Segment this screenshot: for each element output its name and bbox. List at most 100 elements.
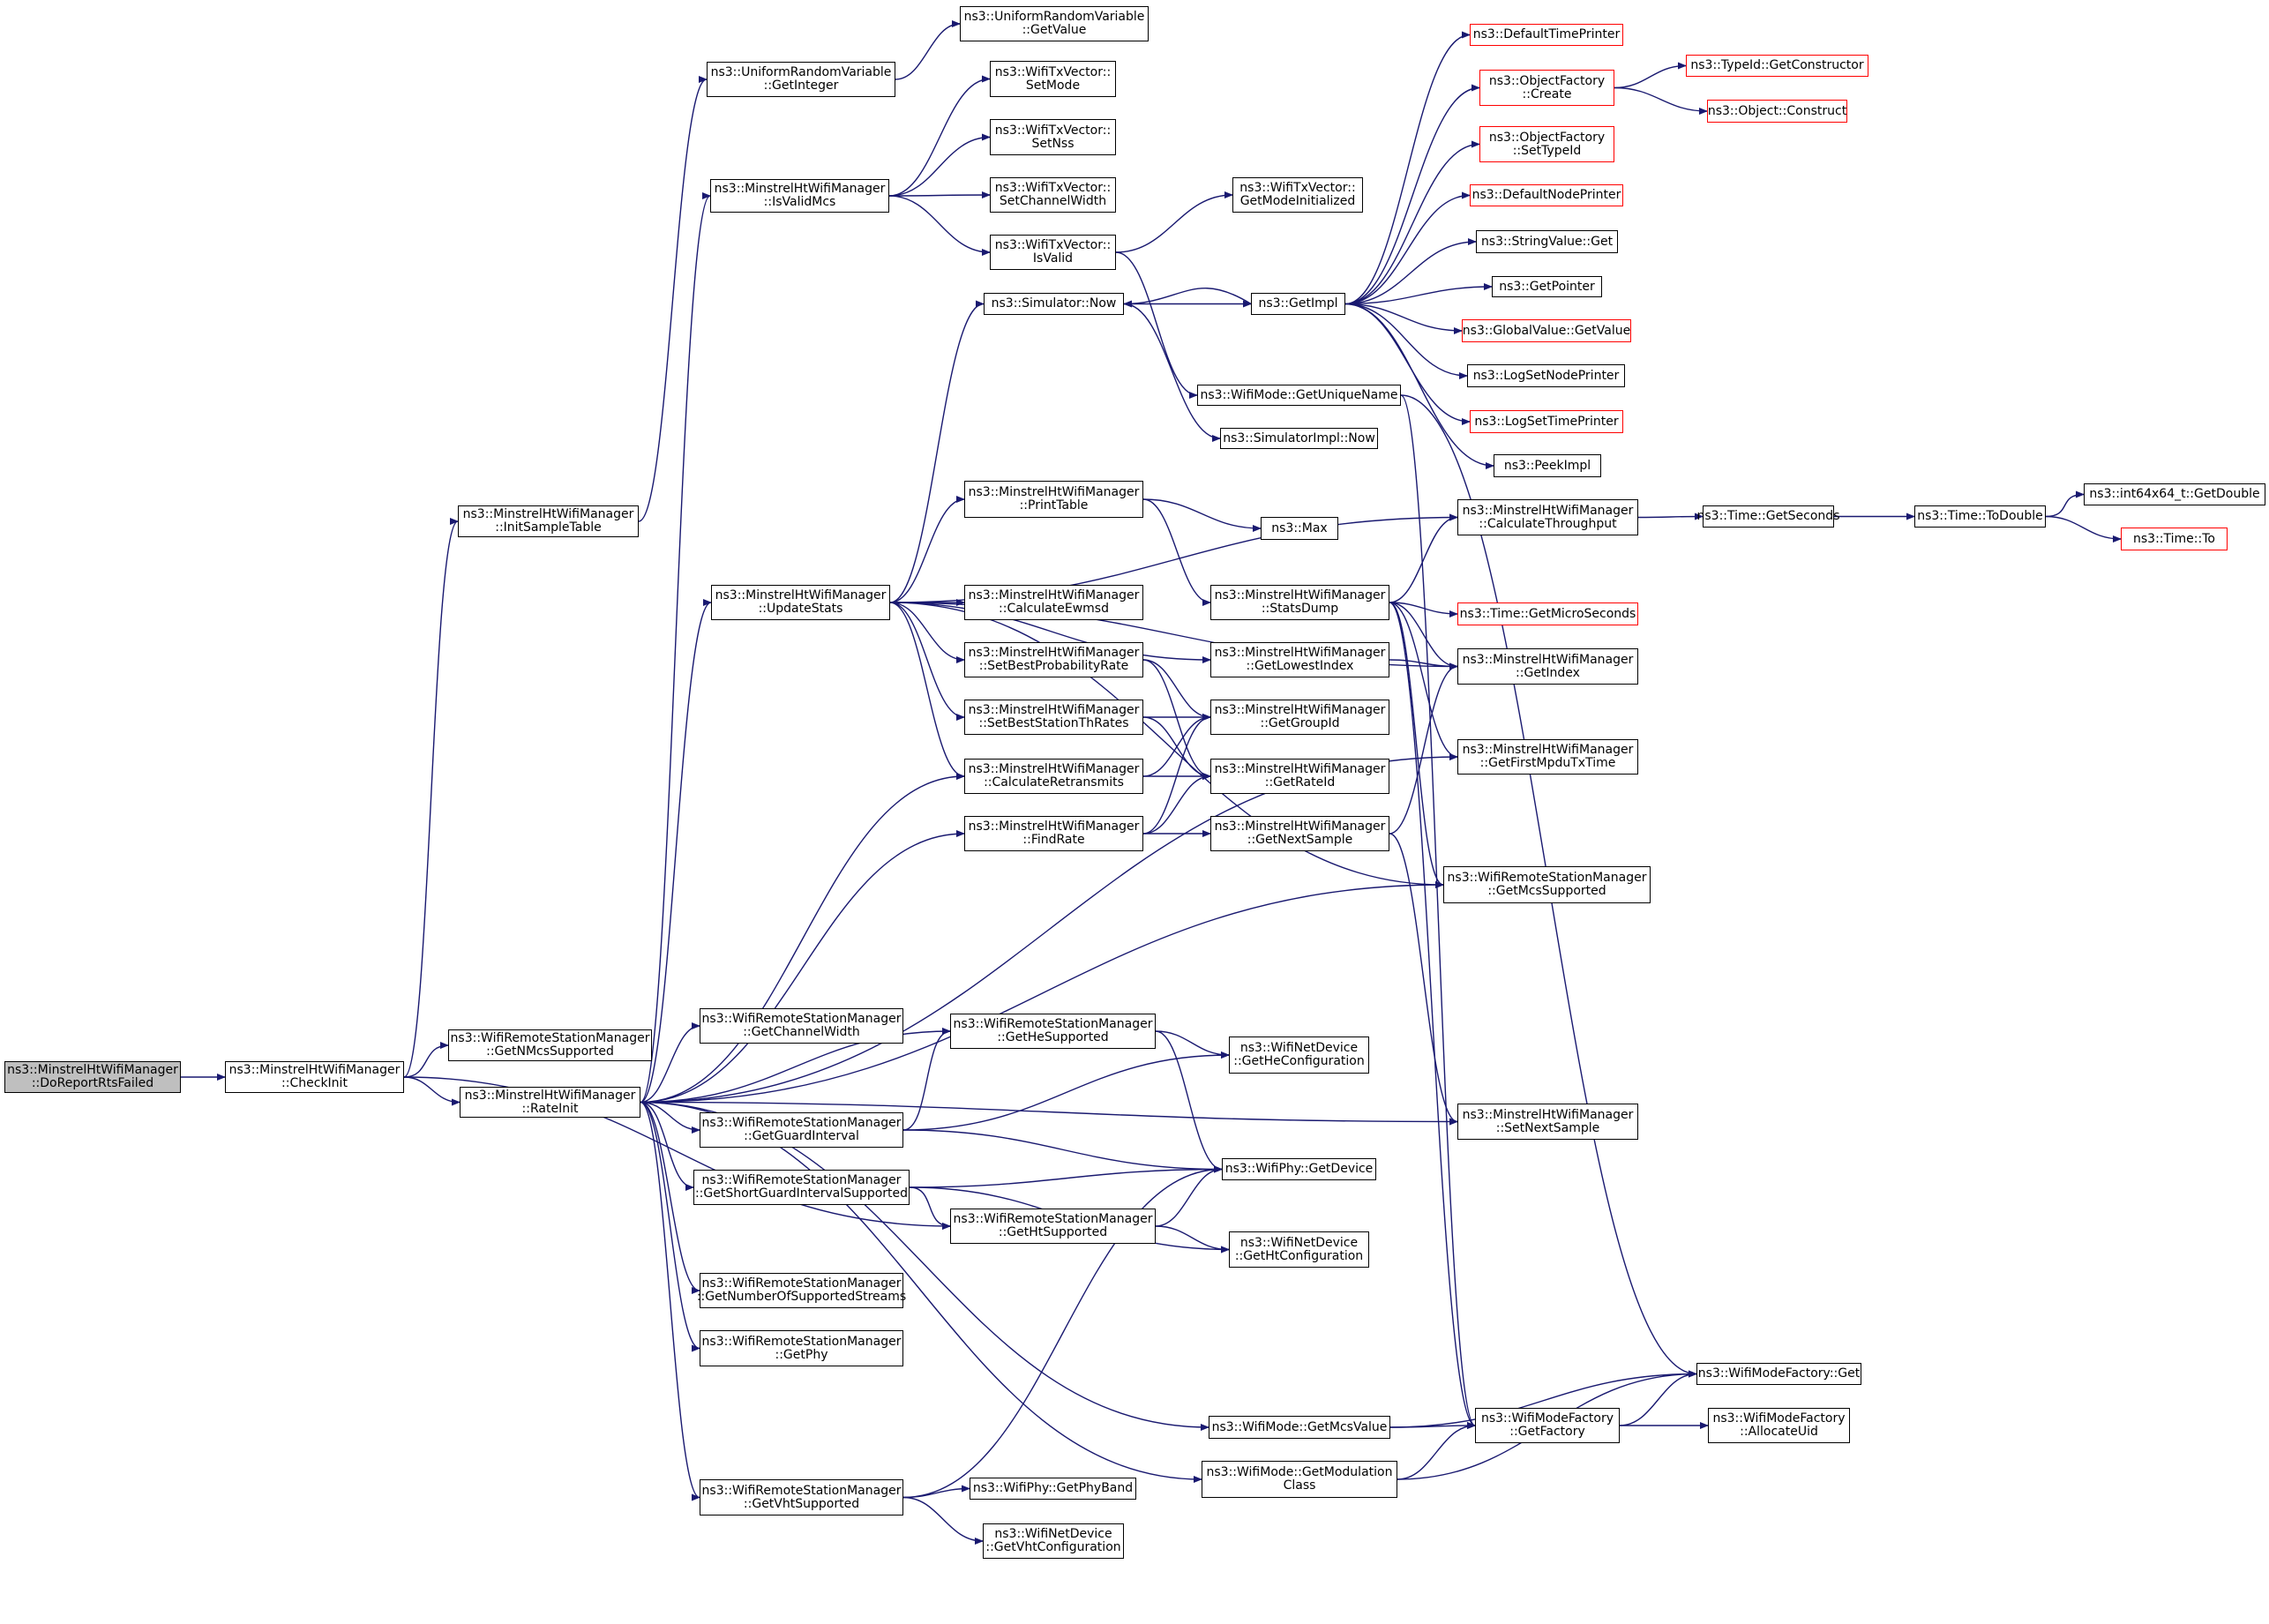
node-ofcreate[interactable]: ns3::ObjectFactory::Create [1479, 70, 1614, 106]
edge-getimpl-to-defnodeprinter [1344, 191, 1471, 305]
node-label-line: ns3::Time::ToDouble [1917, 509, 2043, 523]
node-getimpl[interactable]: ns3::GetImpl [1251, 293, 1345, 315]
node-initsample[interactable]: ns3::MinstrelHtWifiManager::InitSampleTa… [458, 505, 639, 537]
node-simimplnow[interactable]: ns3::SimulatorImpl::Now [1220, 428, 1378, 449]
node-globalvaluegetvalue[interactable]: ns3::GlobalValue::GetValue [1462, 319, 1631, 342]
edge-statsdump-to-getmcssupported [1389, 602, 1444, 888]
node-getpointer[interactable]: ns3::GetPointer [1492, 276, 1602, 297]
node-logsetnodeprinter[interactable]: ns3::LogSetNodePrinter [1467, 364, 1625, 387]
node-getfirstmpdu[interactable]: ns3::MinstrelHtWifiManager::GetFirstMpdu… [1457, 739, 1638, 775]
node-objconstruct[interactable]: ns3::Object::Construct [1707, 100, 1847, 123]
node-label-line: ::GetShortGuardIntervalSupported [694, 1186, 909, 1201]
node-getindex[interactable]: ns3::MinstrelHtWifiManager::GetIndex [1457, 648, 1638, 685]
node-ofsettypeid[interactable]: ns3::ObjectFactory::SetTypeId [1479, 126, 1614, 162]
edge-isvalidmcs-to-setnss [888, 133, 991, 197]
node-label-line: ::GetHeConfiguration [1233, 1054, 1365, 1068]
edge-rateinit-to-findrate [640, 830, 965, 1104]
node-label-line: ns3::DefaultNodePrinter [1471, 188, 1621, 202]
node-label-line: ::GetValue [1022, 23, 1087, 37]
node-defnodeprinter[interactable]: ns3::DefaultNodePrinter [1470, 184, 1623, 206]
node-label-line: ::RateInit [521, 1101, 579, 1116]
node-getlowestindex[interactable]: ns3::MinstrelHtWifiManager::GetLowestInd… [1210, 642, 1389, 677]
node-setnextsample[interactable]: ns3::MinstrelHtWifiManager::SetNextSampl… [1457, 1104, 1638, 1140]
node-label-line: ns3::MinstrelHtWifiManager [464, 1088, 636, 1103]
edge-rateinit-to-getmcsvalue [640, 1101, 1209, 1431]
node-label-line: ns3::LogSetTimePrinter [1474, 414, 1619, 429]
edge-getmcsvalue-to-wmfgetfactory [1389, 1422, 1476, 1430]
node-label-line: SetChannelWidth [999, 194, 1107, 208]
node-urv_getint[interactable]: ns3::UniformRandomVariable::GetInteger [707, 62, 895, 97]
node-getuniquename[interactable]: ns3::WifiMode::GetUniqueName [1197, 385, 1401, 406]
node-deftimeprinter[interactable]: ns3::DefaultTimePrinter [1470, 24, 1623, 46]
node-getgroupid[interactable]: ns3::MinstrelHtWifiManager::GetGroupId [1210, 700, 1389, 735]
node-simnow[interactable]: ns3::Simulator::Now [984, 293, 1124, 315]
node-setnss[interactable]: ns3::WifiTxVector::SetNss [990, 119, 1116, 155]
node-label-line: ns3::WifiRemoteStationManager [953, 1212, 1153, 1226]
node-urv_getval[interactable]: ns3::UniformRandomVariable::GetValue [960, 6, 1149, 41]
node-label-line: ns3::WifiMode::GetMcsValue [1211, 1419, 1388, 1434]
node-setchw[interactable]: ns3::WifiTxVector::SetChannelWidth [990, 177, 1116, 213]
node-timeto[interactable]: ns3::Time::To [2121, 528, 2228, 550]
node-label-line: ns3::WifiRemoteStationManager [1447, 871, 1647, 885]
node-isvalidmcs[interactable]: ns3::MinstrelHtWifiManager::IsValidMcs [710, 179, 889, 213]
edge-printtable-to-statsdump [1142, 498, 1211, 606]
node-calcewmsd[interactable]: ns3::MinstrelHtWifiManager::CalculateEwm… [964, 585, 1143, 620]
node-getmodeinit[interactable]: ns3::WifiTxVector::GetModeInitialized [1232, 177, 1363, 213]
node-int64getdouble[interactable]: ns3::int64x64_t::GetDouble [2084, 483, 2265, 505]
node-timetodouble[interactable]: ns3::Time::ToDouble [1914, 505, 2046, 528]
node-setmode[interactable]: ns3::WifiTxVector::SetMode [990, 61, 1116, 97]
node-getmcsvalue[interactable]: ns3::WifiMode::GetMcsValue [1209, 1416, 1390, 1439]
node-label-line: ns3::MinstrelHtWifiManager [714, 182, 886, 196]
node-statsdump[interactable]: ns3::MinstrelHtWifiManager::StatsDump [1210, 585, 1389, 620]
edge-getimpl-to-stringvalueget [1344, 238, 1477, 305]
node-peekimpl[interactable]: ns3::PeekImpl [1494, 454, 1601, 477]
node-label-line: ::GetRateId [1264, 775, 1336, 790]
node-wndgethtcfg[interactable]: ns3::WifiNetDevice::GetHtConfiguration [1229, 1231, 1369, 1268]
node-label-line: ns3::WifiTxVector:: [994, 123, 1112, 138]
node-getmcssupported[interactable]: ns3::WifiRemoteStationManager::GetMcsSup… [1443, 866, 1651, 903]
node-getchannelwidth[interactable]: ns3::WifiRemoteStationManager::GetChanne… [700, 1008, 903, 1044]
node-gethesupported[interactable]: ns3::WifiRemoteStationManager::GetHeSupp… [950, 1014, 1156, 1049]
node-getrateid[interactable]: ns3::MinstrelHtWifiManager::GetRateId [1210, 759, 1389, 794]
node-label-line: ns3::MinstrelHtWifiManager [968, 646, 1140, 660]
node-timegetmicro[interactable]: ns3::Time::GetMicroSeconds [1457, 602, 1638, 625]
node-getnumstreams[interactable]: ns3::WifiRemoteStationManager::GetNumber… [697, 1273, 906, 1308]
node-isvalid[interactable]: ns3::WifiTxVector::IsValid [990, 235, 1116, 270]
node-label-line: SetNss [1031, 136, 1075, 151]
node-logsettimeprinter[interactable]: ns3::LogSetTimePrinter [1470, 410, 1623, 433]
node-printtable[interactable]: ns3::MinstrelHtWifiManager::PrintTable [964, 481, 1143, 518]
node-getphy[interactable]: ns3::WifiRemoteStationManager::GetPhy [700, 1330, 903, 1366]
edge-checkinit-to-initsample [403, 518, 459, 1078]
node-getnextsample[interactable]: ns3::MinstrelHtWifiManager::GetNextSampl… [1210, 816, 1389, 851]
node-getnmcs[interactable]: ns3::WifiRemoteStationManager::GetNMcsSu… [448, 1029, 652, 1061]
node-getphyband[interactable]: ns3::WifiPhy::GetPhyBand [970, 1478, 1136, 1500]
node-getguardinterval[interactable]: ns3::WifiRemoteStationManager::GetGuardI… [700, 1112, 903, 1148]
node-updatestats[interactable]: ns3::MinstrelHtWifiManager::UpdateStats [711, 585, 890, 620]
node-timegetseconds[interactable]: ns3::Time::GetSeconds [1697, 505, 1840, 528]
node-wndgethecfg[interactable]: ns3::WifiNetDevice::GetHeConfiguration [1229, 1037, 1369, 1074]
node-calcretransmits[interactable]: ns3::MinstrelHtWifiManager::CalculateRet… [964, 759, 1143, 794]
node-checkinit[interactable]: ns3::MinstrelHtWifiManager::CheckInit [225, 1061, 404, 1093]
node-wmfallocateuid[interactable]: ns3::WifiModeFactory::AllocateUid [1708, 1408, 1850, 1443]
node-calcthroughput[interactable]: ns3::MinstrelHtWifiManager::CalculateThr… [1457, 499, 1638, 535]
node-gethtsupported[interactable]: ns3::WifiRemoteStationManager::GetHtSupp… [950, 1209, 1156, 1244]
node-getvhtsupported[interactable]: ns3::WifiRemoteStationManager::GetVhtSup… [700, 1479, 903, 1515]
node-ns3max[interactable]: ns3::Max [1261, 517, 1338, 540]
edge-getguardinterval-to-gethesupported [902, 1028, 951, 1131]
node-rateinit[interactable]: ns3::MinstrelHtWifiManager::RateInit [460, 1087, 640, 1118]
node-stringvalueget[interactable]: ns3::StringValue::Get [1476, 230, 1618, 253]
node-label-line: ns3::WifiModeFactory [1480, 1411, 1614, 1426]
node-label-line: ::UpdateStats [758, 602, 843, 616]
node-findrate[interactable]: ns3::MinstrelHtWifiManager::FindRate [964, 816, 1143, 851]
node-setbeststation[interactable]: ns3::MinstrelHtWifiManager::SetBestStati… [964, 700, 1143, 735]
node-setbestprob[interactable]: ns3::MinstrelHtWifiManager::SetBestProba… [964, 642, 1143, 677]
node-typeidgetctor[interactable]: ns3::TypeId::GetConstructor [1686, 55, 1868, 77]
node-getsgisupported[interactable]: ns3::WifiRemoteStationManager::GetShortG… [693, 1170, 910, 1205]
node-label-line: ::GetIndex [1516, 665, 1580, 680]
node-wifiphygetdevice[interactable]: ns3::WifiPhy::GetDevice [1222, 1158, 1376, 1180]
node-wmfget[interactable]: ns3::WifiModeFactory::Get [1696, 1363, 1861, 1385]
node-wndgetvhtcfg[interactable]: ns3::WifiNetDevice::GetVhtConfiguration [983, 1523, 1124, 1559]
node-wmfgetfactory[interactable]: ns3::WifiModeFactory::GetFactory [1475, 1408, 1620, 1443]
